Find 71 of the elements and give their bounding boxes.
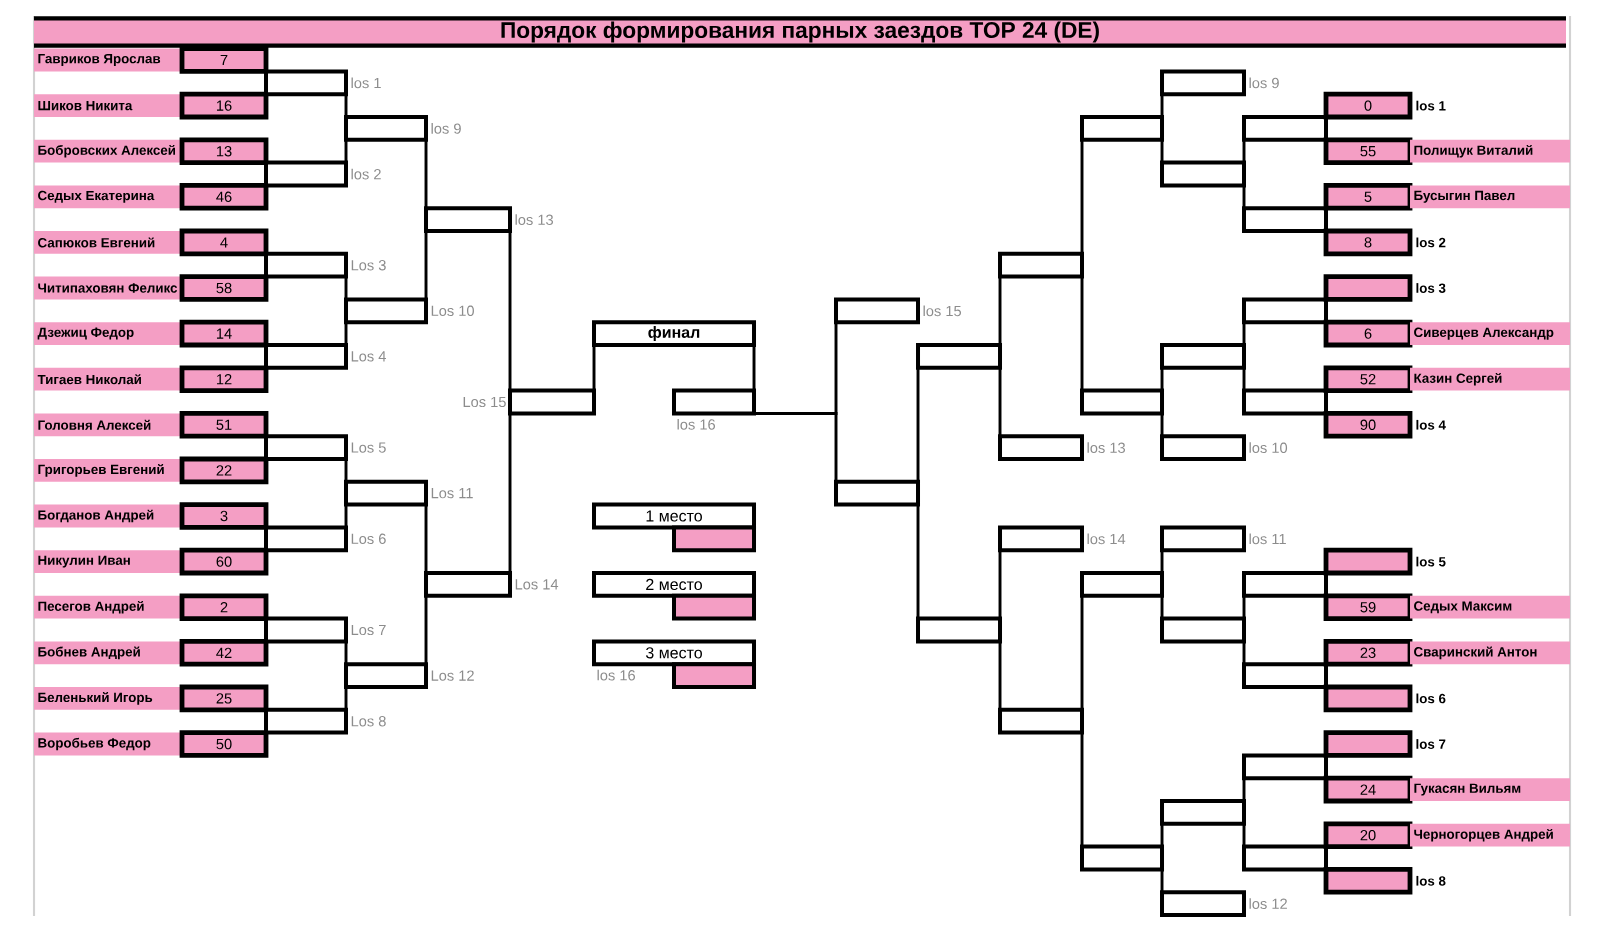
bracket-line	[344, 139, 348, 163]
bracket-box	[1080, 115, 1164, 142]
bracket-box	[916, 616, 1002, 644]
bracket-box	[834, 479, 920, 507]
bracket-line	[344, 459, 348, 482]
bracket-box	[1160, 343, 1246, 370]
bracket-line	[752, 345, 756, 391]
bracket-line	[1160, 550, 1164, 573]
bracket-line	[1160, 367, 1164, 391]
bracket-box	[1242, 753, 1328, 781]
result-box	[672, 662, 756, 689]
bracket-line	[1160, 139, 1164, 163]
bracket-line	[1242, 139, 1246, 163]
bracket-box	[1242, 662, 1328, 689]
bracket-box	[1242, 297, 1328, 325]
bracket-box	[1160, 799, 1246, 826]
bracket-line	[424, 504, 428, 573]
bracket-box	[1242, 844, 1328, 872]
bracket-line	[344, 322, 348, 345]
result-box	[672, 525, 756, 553]
bracket-line	[508, 231, 512, 391]
bracket-line	[1160, 595, 1164, 619]
place-box: 2 место	[592, 571, 756, 598]
bracket-line	[1242, 823, 1246, 847]
bracket-box	[1242, 206, 1328, 233]
bracket-line	[916, 504, 920, 619]
bracket-line	[1080, 276, 1084, 391]
bracket-line	[508, 413, 512, 573]
bracket-line	[1242, 367, 1246, 391]
bracket-box	[916, 343, 1002, 370]
bracket-line	[1242, 185, 1246, 209]
bracket-box	[1242, 571, 1328, 598]
bracket-line	[344, 641, 348, 665]
bracket-line	[1242, 778, 1246, 801]
bracket-box	[1160, 616, 1246, 644]
bracket-line	[1080, 595, 1084, 710]
bracket-line	[592, 345, 596, 391]
bracket-line	[916, 367, 920, 482]
bracket-line	[1080, 732, 1084, 847]
bracket-box	[1080, 571, 1164, 598]
bracket-line	[1242, 322, 1246, 345]
bracket-box	[1080, 844, 1164, 872]
bracket-line	[1160, 823, 1164, 847]
bracket-line	[998, 276, 1002, 345]
bracket-line	[1160, 413, 1164, 437]
bracket-line	[1160, 94, 1164, 117]
bracket-line	[344, 504, 348, 528]
bracket-line	[424, 139, 428, 209]
bracket-box	[998, 251, 1084, 279]
bracket-box	[1160, 160, 1246, 188]
final-box: финал	[592, 320, 756, 347]
bracket-line	[1160, 869, 1164, 893]
bracket-box	[1080, 388, 1164, 416]
bracket-line	[1242, 595, 1246, 619]
bracket-line	[1080, 139, 1084, 254]
bracket-box	[998, 707, 1084, 735]
bracket-line	[424, 595, 428, 665]
bracket-line	[344, 94, 348, 117]
bracket-line	[998, 550, 1002, 619]
place-box: 3 место	[592, 639, 756, 667]
bracket-box	[1242, 388, 1328, 416]
bracket-line	[998, 367, 1002, 437]
result-box	[672, 593, 756, 621]
bracket-line	[754, 411, 838, 482]
bracket-line	[424, 231, 428, 300]
bracket-line	[344, 687, 348, 710]
bracket-line	[998, 641, 1002, 710]
place-box: 1 место	[592, 502, 756, 530]
bracket-line	[344, 276, 348, 300]
bracket-line	[1242, 641, 1246, 665]
bracket-box	[1242, 115, 1328, 142]
